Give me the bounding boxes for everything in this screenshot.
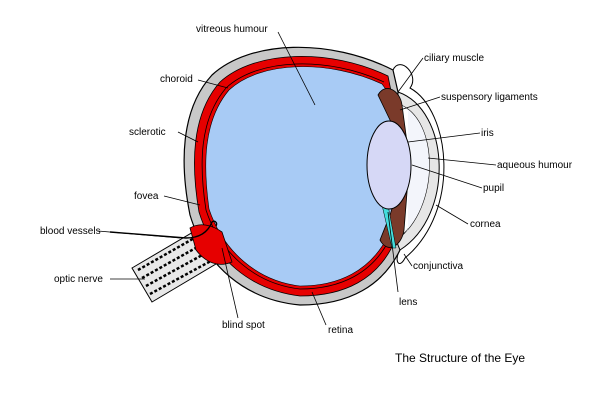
label-optic-nerve: optic nerve (54, 274, 103, 285)
leader-pupil (411, 164, 483, 189)
label-suspensory-ligaments: suspensory ligaments (441, 92, 538, 103)
leader-suspensory (399, 96, 441, 111)
leader-cornea (435, 204, 469, 225)
leader-sclerotic (177, 131, 199, 143)
leader-retina (311, 291, 327, 326)
label-retina: retina (328, 325, 353, 336)
lens-shape (366, 120, 412, 210)
label-vitreous-humour: vitreous humour (196, 24, 268, 35)
leader-ciliary-muscle (397, 57, 424, 93)
aqueous-humour-region (396, 104, 430, 240)
diagram-title: The Structure of the Eye (395, 351, 525, 365)
vitreous-body (205, 66, 393, 287)
label-pupil: pupil (483, 183, 504, 194)
label-sclerotic: sclerotic (129, 127, 166, 138)
label-aqueous-humour: aqueous humour (497, 160, 573, 171)
label-iris: iris (481, 128, 494, 139)
label-lens: lens (399, 297, 417, 308)
leader-blind-spot (221, 247, 239, 319)
label-fovea: fovea (134, 191, 159, 202)
leader-vitreous (277, 31, 316, 106)
leader-iris (407, 132, 481, 143)
label-cornea: cornea (470, 219, 501, 230)
retina-layer (201, 63, 389, 290)
label-blind-spot: blind spot (222, 320, 265, 331)
label-blood-vessels: blood vessels (40, 226, 101, 237)
leader-conjunctiva (403, 253, 413, 267)
leader-fovea (163, 195, 201, 206)
leader-aqueous (427, 157, 497, 166)
label-conjunctiva: conjunctiva (413, 261, 463, 272)
leader-lens (387, 211, 399, 293)
label-ciliary-muscle: ciliary muscle (424, 53, 484, 64)
leader-choroid (197, 79, 229, 89)
blood-vessel-branch (109, 220, 218, 239)
label-choroid: choroid (160, 74, 193, 85)
leader-blood-vessels (97, 230, 181, 239)
